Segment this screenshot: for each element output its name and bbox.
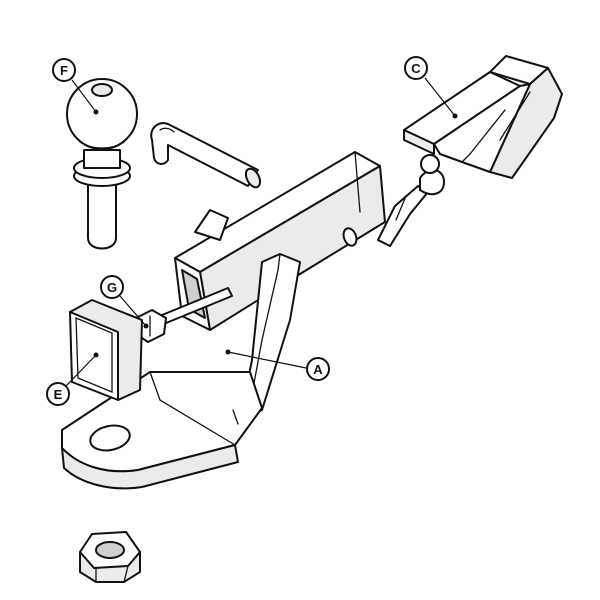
callout-c: C — [404, 56, 428, 80]
callout-f: F — [52, 58, 76, 82]
callout-a-label: A — [313, 362, 323, 377]
callout-c-label: C — [411, 61, 421, 76]
coupler-bracket — [403, 55, 563, 179]
callout-e: E — [46, 382, 70, 406]
hitch-ball — [66, 78, 138, 250]
callout-g-label: G — [107, 280, 117, 295]
callout-f-label: F — [60, 63, 68, 78]
end-cap — [69, 299, 143, 401]
locking-bolt — [135, 287, 233, 343]
leader-lines — [65, 77, 458, 387]
ball-mount-body — [61, 209, 301, 490]
callout-g: G — [100, 275, 124, 299]
hitch-pin — [150, 122, 262, 189]
callout-e-label: E — [54, 387, 63, 402]
hex-nut — [79, 531, 141, 583]
coupler-clip — [377, 154, 445, 247]
callout-a: A — [306, 357, 330, 381]
